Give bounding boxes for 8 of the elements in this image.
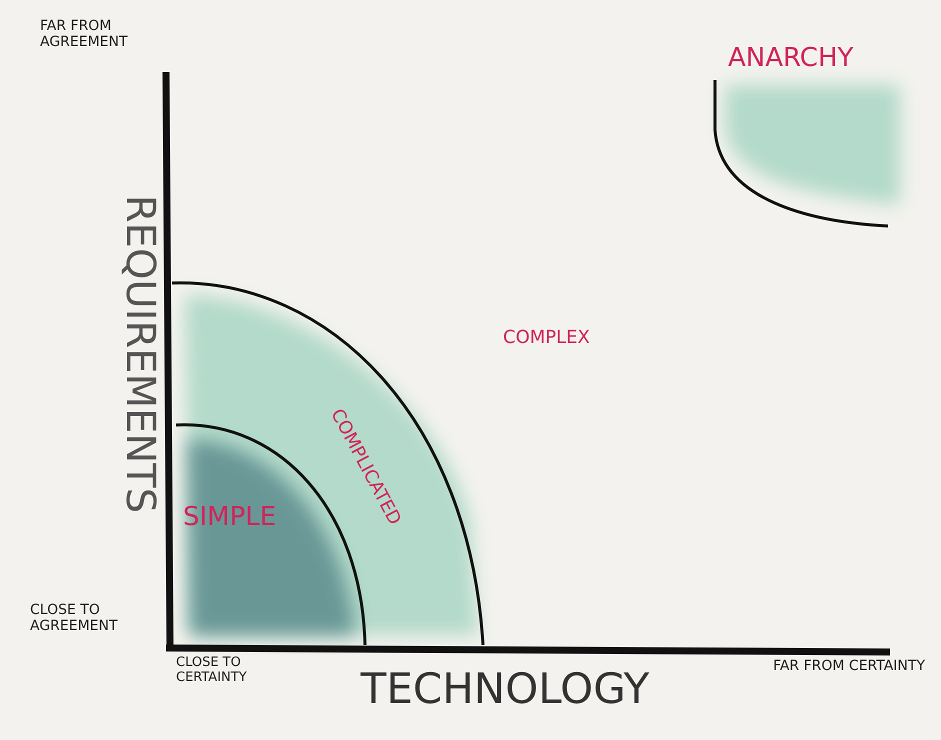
axis-label: FAR FROM CERTAINTY	[772, 658, 925, 674]
axis-label: CLOSE TO CERTAINTY	[176, 656, 248, 686]
region-label: COMPLEX	[503, 328, 591, 349]
axis-title: REQUIREMENTS	[117, 194, 163, 516]
region-label: ANARCHY	[728, 44, 854, 74]
axis-title: TECHNOLOGY	[360, 664, 650, 714]
axis-label: CLOSE TO AGREEMENT	[30, 602, 119, 634]
axis-label: FAR FROM AGREEMENT	[40, 18, 129, 50]
